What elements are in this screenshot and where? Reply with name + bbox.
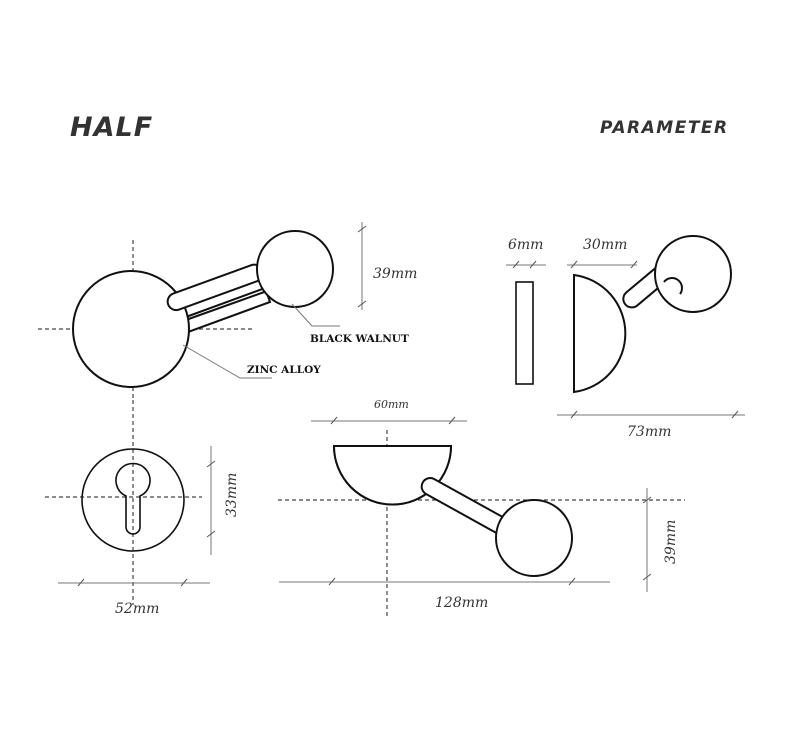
escutcheon-circle <box>81 448 185 552</box>
plate-thickness-dimension: 6mm <box>508 237 543 253</box>
top-knob-dimension: 39mm <box>663 520 679 564</box>
black-walnut-label: BLACK WALNUT <box>310 333 409 345</box>
total-length-dimension: 128mm <box>435 595 488 611</box>
keyhole-height-dimension: 33mm <box>224 473 240 517</box>
knob-diameter-dimension: 39mm <box>373 266 417 282</box>
half-width-dimension: 60mm <box>374 398 409 411</box>
escutcheon-diameter-dimension: 52mm <box>115 601 159 617</box>
total-depth-dimension: 73mm <box>627 424 671 440</box>
side-knob <box>654 235 732 313</box>
knob-circle <box>256 230 334 308</box>
keyhole-icon <box>115 462 151 535</box>
rose-circle <box>72 270 190 388</box>
plate-profile <box>515 281 534 385</box>
top-view: 60mm 128mm 39mm <box>278 398 685 618</box>
walnut-leader <box>291 303 340 327</box>
front-view: 39mm BLACK WALNUT ZINC ALLOY <box>38 222 417 400</box>
parameter-heading: PARAMETER <box>600 118 729 138</box>
zinc-alloy-label: ZINC ALLOY <box>247 364 321 376</box>
top-knob <box>495 499 573 577</box>
half-rose-profile <box>573 273 627 394</box>
product-title: HALF <box>70 112 154 143</box>
escutcheon-view: 33mm 52mm <box>45 400 240 617</box>
zinc-leader <box>182 344 272 379</box>
side-view: 6mm 30mm 73mm <box>506 235 745 440</box>
half-depth-dimension: 30mm <box>583 237 627 253</box>
